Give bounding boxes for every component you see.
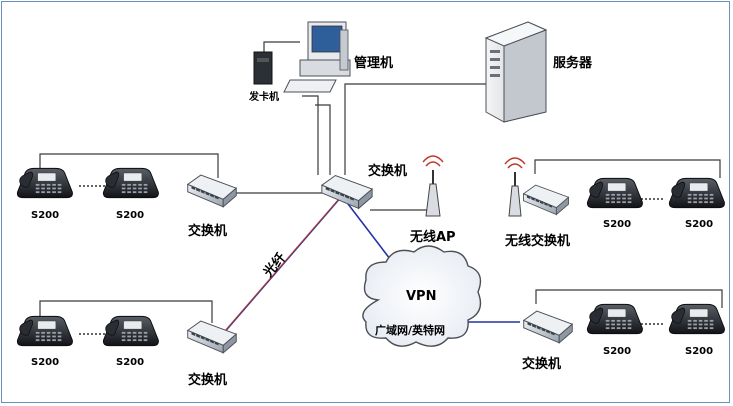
switch-left-top-label: 交换机: [188, 224, 228, 239]
core-switch-label: 交换机: [368, 164, 408, 179]
wireless-ap-label: 无线AP: [410, 230, 456, 245]
card-issuer-icon: [253, 51, 273, 85]
admin-pc-icon: [283, 21, 351, 93]
card-issuer-label: 发卡机: [249, 92, 279, 103]
wireless-switch-antenna-icon: [504, 157, 526, 217]
wan-cloud: [362, 245, 482, 347]
phone-label: S200: [116, 210, 145, 221]
server-label: 服务器: [553, 56, 593, 71]
phone-label: S200: [685, 219, 714, 230]
phone-label: S200: [603, 346, 632, 357]
wireless-ap-icon: [422, 155, 444, 217]
vpn-label: VPN: [406, 289, 437, 304]
connection-lines: [39, 41, 723, 323]
phone-label: S200: [116, 357, 145, 368]
switch-left-bottom-label: 交换机: [188, 373, 228, 388]
server-icon: [484, 21, 548, 123]
wan-label: 广域网/英特网: [375, 324, 446, 337]
phone-label: S200: [685, 346, 714, 357]
fiber-link: [225, 197, 341, 331]
phone-label: S200: [603, 219, 632, 230]
wireless-switch-label: 无线交换机: [505, 234, 571, 249]
phone-label: S200: [31, 357, 60, 368]
phone-label: S200: [31, 210, 60, 221]
admin-pc-label: 管理机: [354, 56, 394, 71]
switch-right-bottom-label: 交换机: [522, 357, 562, 372]
